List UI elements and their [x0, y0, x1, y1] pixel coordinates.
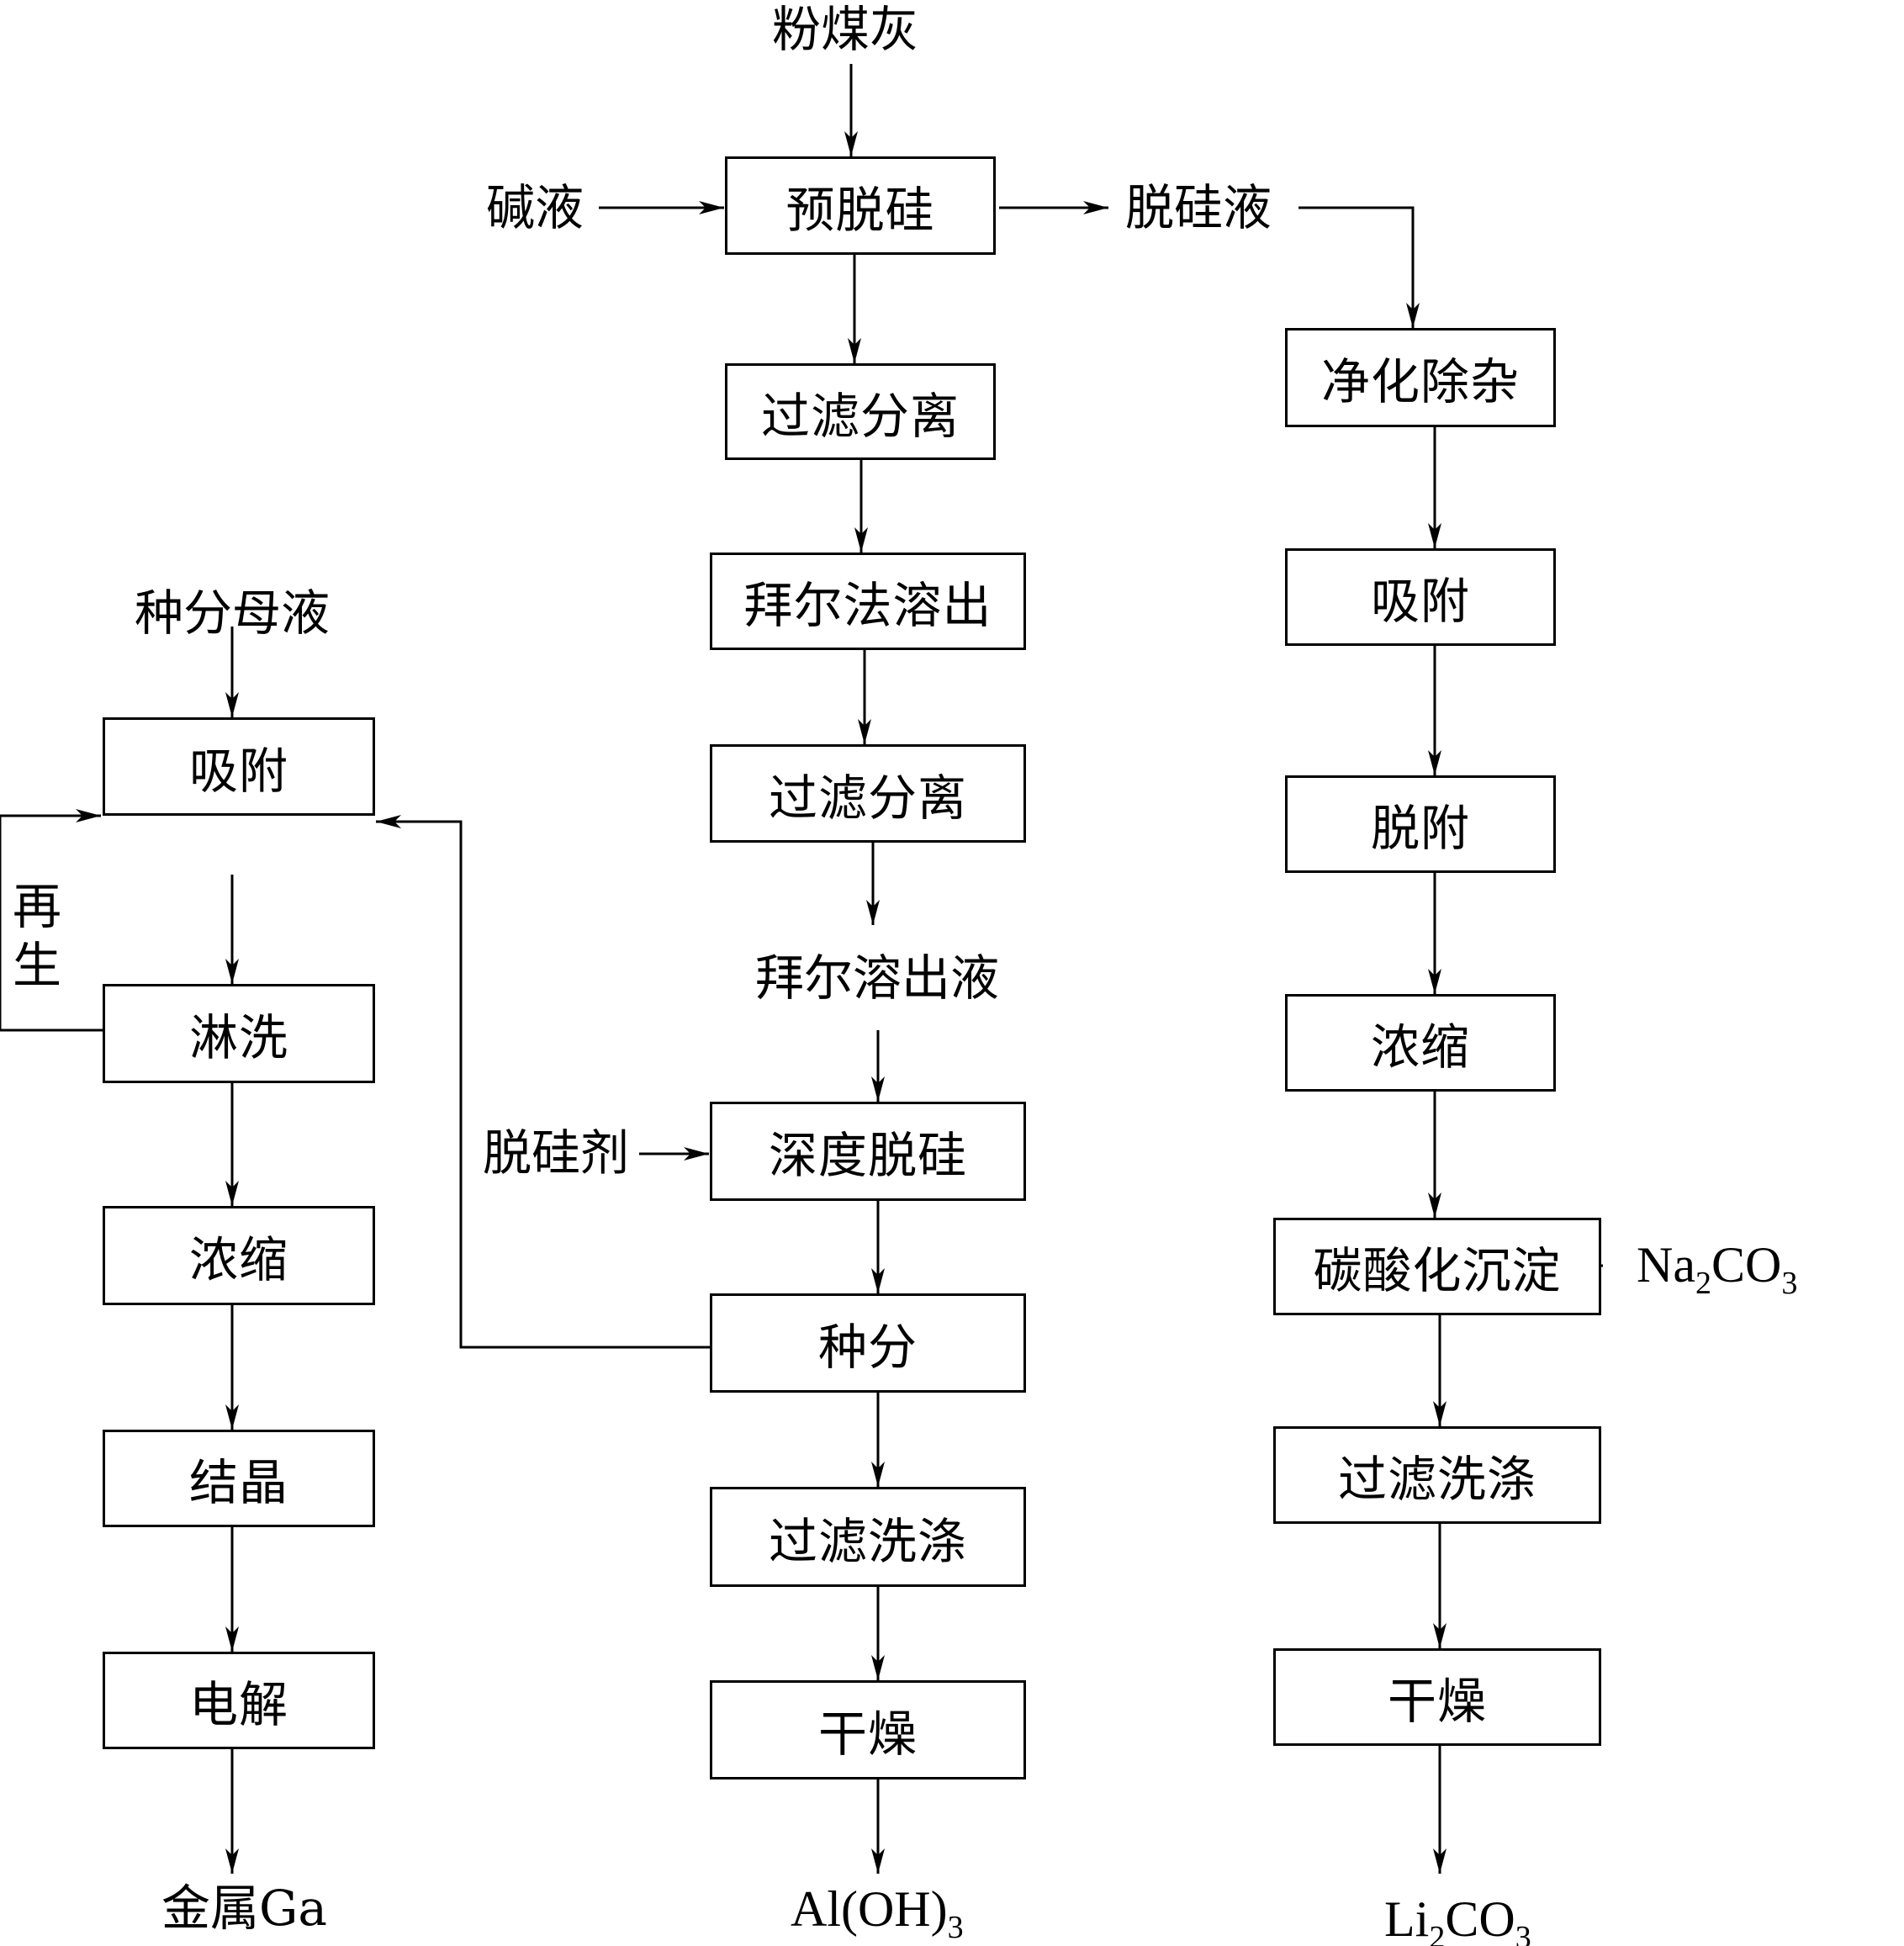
product-aluminum-hydroxide: Al(OH)3	[791, 1884, 964, 1943]
product-lithium-carbonate: Li2CO3	[1384, 1894, 1531, 1946]
step-crystallization: 结晶	[103, 1430, 375, 1527]
step-label: 过滤洗涤	[768, 1512, 967, 1570]
formula-subscript: 3	[1781, 1266, 1798, 1301]
product-gallium-metal: 金属Ga	[161, 1880, 327, 1937]
step-label: 过滤分离	[760, 387, 960, 445]
step-carbonation-precipitation: 碳酸化沉淀	[1273, 1218, 1601, 1315]
formula-subscript: 2	[1695, 1266, 1711, 1301]
step-filter-separation-1: 过滤分离	[725, 363, 996, 460]
bayer-leach-liquor: 拜尔溶出液	[755, 949, 1000, 1007]
step-label: 碳酸化沉淀	[1313, 1242, 1562, 1299]
step-filter-separation-2: 过滤分离	[710, 744, 1026, 843]
step-pre-desilication: 预脱硅	[725, 156, 996, 255]
step-elution: 淋洗	[103, 984, 375, 1083]
step-label: 吸附	[1370, 573, 1470, 630]
formula-text: Li	[1384, 1891, 1430, 1946]
formula-text: Al(OH)	[791, 1881, 948, 1937]
input-alkali: 碱液	[486, 179, 584, 236]
arrow-desilication-liquor-to-purification	[1298, 206, 1420, 328]
reagent-sodium-carbonate: Na2CO3	[1637, 1240, 1797, 1299]
step-li-adsorption: 吸附	[1285, 548, 1556, 646]
step-drying: 干燥	[710, 1680, 1026, 1779]
step-label: 过滤分离	[768, 769, 967, 827]
formula-subscript: 2	[1429, 1920, 1446, 1946]
step-li-drying: 干燥	[1273, 1648, 1601, 1746]
step-label: 深度脱硅	[768, 1127, 967, 1184]
step-ga-concentration: 浓缩	[103, 1206, 375, 1305]
regeneration-char: 再	[12, 878, 61, 935]
regeneration-char: 生	[12, 936, 61, 994]
input-fly-ash: 粉煤灰	[772, 1, 919, 58]
arrow-seeding-to-ga-adsorption	[376, 815, 711, 1349]
step-seeded-precipitation: 种分	[710, 1293, 1026, 1393]
step-label: 浓缩	[1370, 1018, 1470, 1076]
step-label: 脱附	[1370, 800, 1470, 857]
step-deep-desilication: 深度脱硅	[710, 1102, 1026, 1201]
step-purification: 净化除杂	[1285, 328, 1556, 427]
step-filter-wash: 过滤洗涤	[710, 1487, 1026, 1587]
step-label: 干燥	[1387, 1673, 1487, 1730]
step-label: 干燥	[817, 1705, 918, 1763]
step-label: 种分	[817, 1319, 918, 1376]
step-label: 电解	[188, 1676, 288, 1733]
formula-text: CO	[1711, 1237, 1782, 1293]
step-bayer-leaching: 拜尔法溶出	[710, 553, 1026, 650]
step-label: 预脱硅	[785, 181, 935, 239]
formula-text: Na	[1637, 1237, 1695, 1293]
step-electrolysis: 电解	[103, 1652, 375, 1749]
step-label: 过滤洗涤	[1337, 1451, 1536, 1508]
step-ga-adsorption: 吸附	[103, 717, 375, 816]
step-label: 浓缩	[188, 1231, 288, 1288]
step-label: 净化除杂	[1320, 353, 1520, 410]
step-li-concentration: 浓缩	[1285, 994, 1556, 1092]
step-desorption: 脱附	[1285, 775, 1556, 873]
formula-subscript: 3	[1515, 1920, 1531, 1946]
formula-text: CO	[1445, 1891, 1515, 1946]
step-label: 吸附	[188, 742, 288, 800]
step-label: 淋洗	[188, 1009, 288, 1066]
regeneration-label: 再生	[12, 878, 62, 995]
input-seed-mother-liquor: 种分母液	[135, 584, 331, 642]
desilication-liquor: 脱硅液	[1125, 179, 1272, 236]
step-label: 结晶	[188, 1454, 288, 1511]
arrow-regeneration-loop	[0, 809, 104, 1032]
step-label: 拜尔法溶出	[743, 577, 992, 634]
step-li-filter-wash: 过滤洗涤	[1273, 1426, 1601, 1524]
input-desilication-agent: 脱硅剂	[483, 1124, 630, 1182]
formula-subscript: 3	[947, 1910, 964, 1945]
